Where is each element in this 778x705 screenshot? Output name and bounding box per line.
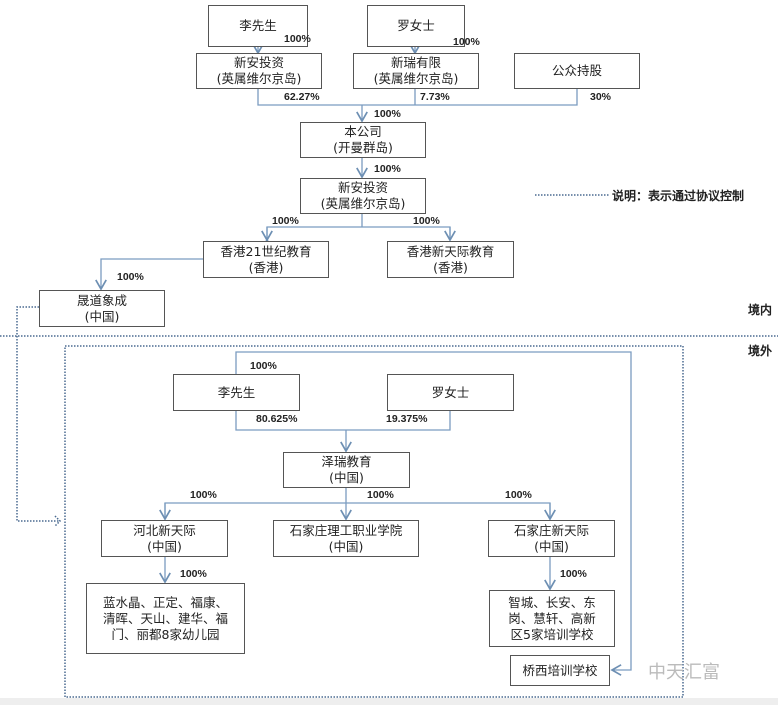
- pct-label: 100%: [117, 271, 144, 283]
- node-training-schools: 智城、长安、东岗、慧轩、高新区5家培训学校: [489, 590, 615, 647]
- node-label: 罗女士: [397, 18, 435, 33]
- pct-label: 100%: [374, 163, 401, 175]
- node-label: 区5家培训学校: [510, 626, 594, 642]
- node-label: 泽瑞教育: [321, 454, 372, 469]
- pct-label: 62.27%: [284, 91, 320, 103]
- node-xinan-2: 新安投资(英属维尔京岛): [300, 178, 426, 214]
- node-sublabel: (中国): [328, 538, 364, 554]
- node-label: 罗女士: [431, 384, 470, 400]
- node-label: 李先生: [239, 18, 277, 33]
- node-label: 李先生: [217, 384, 256, 400]
- node-label: 晟道象成: [76, 292, 127, 308]
- node-sublabel: (英属维尔京岛): [216, 71, 302, 86]
- node-hknew: 香港新天际教育(香港): [387, 241, 514, 278]
- node-label: 石家庄理工职业学院: [289, 522, 403, 538]
- node-sublabel: (香港): [248, 259, 284, 275]
- pct-label: 100%: [560, 568, 587, 580]
- node-sublabel: (英属维尔京岛): [373, 71, 459, 86]
- node-li-top: 李先生: [208, 5, 308, 47]
- node-xinrui: 新瑞有限(英属维尔京岛): [353, 53, 479, 89]
- watermark: 中天汇富: [648, 662, 720, 683]
- node-public: 公众持股: [514, 53, 640, 89]
- pct-label: 100%: [284, 33, 311, 45]
- node-zerui: 泽瑞教育(中国): [283, 452, 410, 488]
- node-shengdao: 晟道象成(中国): [39, 290, 165, 327]
- pct-label: 7.73%: [420, 91, 450, 103]
- node-kindergartens: 蓝水晶、正定、福康、清晖、天山、建华、福门、丽都8家幼儿园: [86, 583, 245, 654]
- node-sjzxtj: 石家庄新天际(中国): [488, 520, 615, 557]
- node-label: 清晖、天山、建华、福: [102, 610, 228, 626]
- node-label: 新安投资: [233, 55, 284, 70]
- node-hk21: 香港21世纪教育(香港): [203, 241, 329, 278]
- pct-label: 100%: [272, 215, 299, 227]
- pct-label: 100%: [453, 36, 480, 48]
- node-qiaoxi: 桥西培训学校: [510, 655, 610, 686]
- pct-label: 100%: [367, 489, 394, 501]
- overseas-label: 境外: [748, 344, 773, 358]
- node-label: 香港21世纪教育: [220, 243, 312, 259]
- node-li-bottom: 李先生: [173, 374, 300, 411]
- node-label: 石家庄新天际: [513, 522, 589, 538]
- pct-label: 30%: [590, 91, 612, 103]
- node-label: 新安投资: [337, 180, 388, 195]
- node-label: 桥西培训学校: [522, 662, 598, 678]
- pct-label: 100%: [190, 489, 217, 501]
- node-label: 新瑞有限: [390, 55, 441, 70]
- node-label: 河北新天际: [133, 522, 196, 538]
- bottom-strip: [0, 698, 778, 705]
- node-label: 岗、慧轩、高新: [508, 610, 596, 626]
- node-sjzlg: 石家庄理工职业学院(中国): [273, 520, 419, 557]
- node-sublabel: (开曼群岛): [333, 140, 393, 155]
- pct-label: 100%: [180, 568, 207, 580]
- node-label: 蓝水晶、正定、福康、: [102, 594, 228, 610]
- node-label: 门、丽都8家幼儿园: [111, 626, 220, 642]
- node-company: 本公司(开曼群岛): [300, 122, 426, 158]
- node-sublabel: (中国): [84, 308, 120, 324]
- node-label: 公众持股: [551, 63, 602, 78]
- pct-label: 100%: [374, 108, 401, 120]
- node-sublabel: (中国): [534, 538, 569, 554]
- node-sublabel: (中国): [329, 470, 364, 485]
- node-label: 智城、长安、东: [508, 594, 596, 610]
- node-sublabel: (香港): [433, 259, 468, 275]
- pct-label: 100%: [413, 215, 440, 227]
- node-luo-top: 罗女士: [367, 5, 465, 47]
- node-label: 本公司: [344, 124, 382, 139]
- node-luo-bottom: 罗女士: [387, 374, 514, 411]
- pct-label: 100%: [250, 360, 277, 372]
- domestic-label: 境内: [748, 303, 773, 317]
- pct-label: 80.625%: [256, 413, 298, 425]
- pct-label: 100%: [505, 489, 532, 501]
- node-sublabel: (中国): [147, 538, 182, 554]
- node-sublabel: (英属维尔京岛): [320, 196, 406, 211]
- node-hebei: 河北新天际(中国): [101, 520, 228, 557]
- node-label: 香港新天际教育: [406, 243, 495, 259]
- node-xinan-bvi: 新安投资(英属维尔京岛): [196, 53, 322, 89]
- pct-label: 19.375%: [386, 413, 428, 425]
- legend-text: 说明：表示通过协议控制: [612, 189, 745, 203]
